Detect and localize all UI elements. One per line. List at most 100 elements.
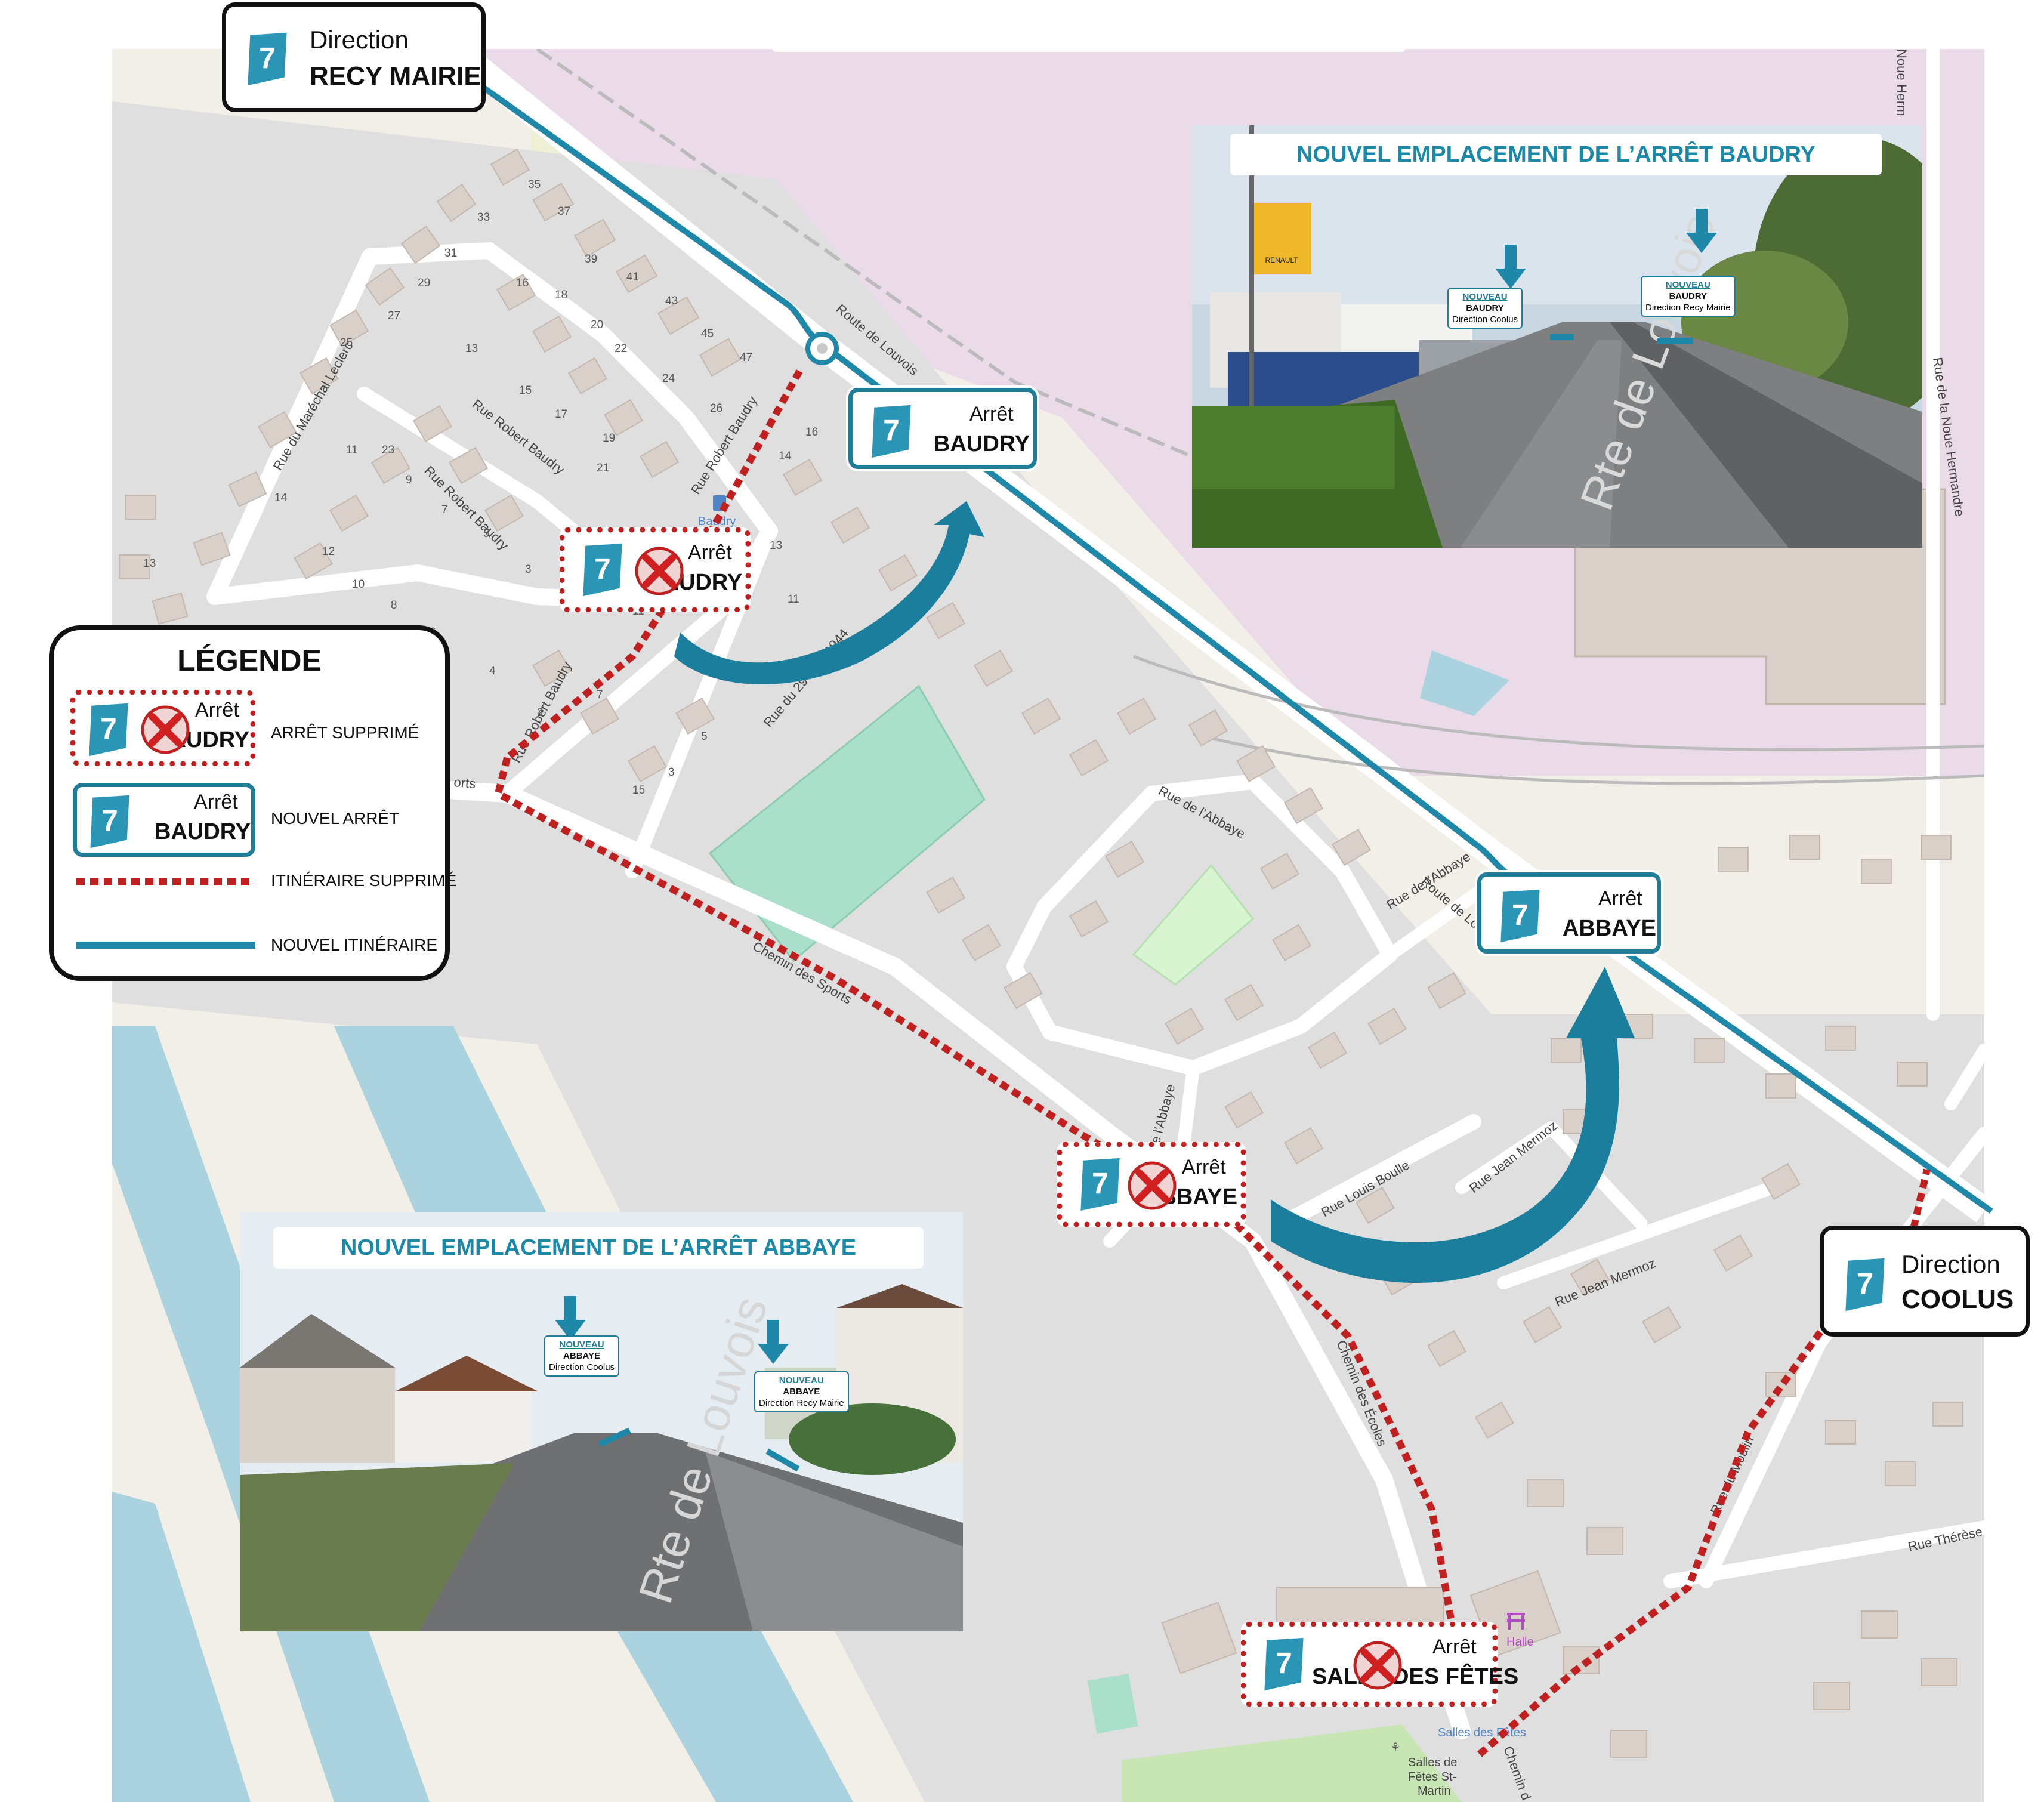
poi-label: Salles de [1408,1756,1457,1769]
house-number: 4 [489,665,496,677]
stop-tag-coolus: NOUVEAU BAUDRY Direction Coolus [1447,288,1523,329]
deleted-x-icon [1353,1641,1402,1690]
direction-label: Direction [1901,1250,2000,1278]
deleted-stop-abbaye: 7 Arrêt ABBAYE [1057,1142,1246,1227]
photo-panel-baudry: RENAULT Rte de Louvois NOUVEL EMPLACEMEN… [1192,125,1922,548]
svg-text:7: 7 [594,552,611,585]
house-number: 7 [597,689,603,701]
house-number: 15 [519,384,532,397]
house-number: 39 [585,253,597,266]
tag-direction: Direction Coolus [1452,314,1518,325]
house-number: 31 [444,247,457,260]
stop-label: Arrêt [688,541,732,564]
line-7-badge-icon: 7 [872,405,911,458]
svg-text:7: 7 [1276,1646,1292,1680]
stop-tag-recy: NOUVEAU ABBAYE Direction Recy Mairie [754,1371,849,1412]
stop-label: Arrêt [1182,1156,1226,1178]
street-label: Noue Herm [1894,49,1909,116]
house-number: 25 [340,337,353,349]
stop-name: BAUDRY [155,819,251,844]
house-number: 35 [528,178,541,191]
arrow-down-icon [758,1320,789,1364]
line-7-badge-icon: 7 [1845,1258,1885,1312]
legend-title: LÉGENDE [177,644,322,677]
house-number: 13 [770,539,782,552]
legend-label: NOUVEL ARRÊT [271,809,400,828]
house-number: 9 [406,474,412,486]
deleted-x-icon [141,705,190,754]
street-photo-baudry: RENAULT Rte de Louvois [1192,125,1922,548]
svg-text:7: 7 [1857,1267,1873,1300]
house-numbers: 3537333129272539414345471618202224261315… [143,178,818,797]
line-7-badge-icon: 7 [583,543,622,597]
house-number: 16 [805,426,818,439]
house-number: 22 [615,342,627,355]
house-number: 24 [662,372,675,385]
house-number: 2 [537,706,544,719]
photo-title: NOUVEL EMPLACEMENT DE L’ARRÊT ABBAYE [273,1227,924,1269]
new-stop-baudry: 7 Arrêt BAUDRY [848,388,1037,469]
svg-text:7: 7 [1092,1167,1109,1200]
house-number: 11 [788,593,799,606]
house-number: 16 [516,277,529,289]
line-7-badge-icon: 7 [1080,1158,1120,1211]
stop-name: ABBAYE [1563,916,1656,941]
tag-stop: BAUDRY [1669,291,1708,301]
house-number: 13 [465,342,478,355]
tag-direction: Direction Recy Mairie [759,1398,844,1408]
house-number: 5 [483,527,490,540]
tag-direction: Direction Recy Mairie [1645,303,1731,313]
legend-new-route-sample [76,942,255,949]
direction-name: RECY MAIRIE [310,61,481,91]
line-7-badge-icon: 7 [89,703,128,757]
salles-fetes-icon: ⚘ [1390,1741,1401,1754]
street-photo-abbaye: Rte de Louvois [240,1212,963,1631]
deleted-stop-baudry: 7 Arrêt BAUDRY [560,527,751,612]
halle-icon [1507,1613,1525,1630]
stop-tag-coolus: NOUVEAU ABBAYE Direction Coolus [544,1335,620,1377]
poi-label: Martin [1418,1785,1451,1798]
house-number: 5 [701,730,708,743]
house-number: 10 [352,578,365,591]
house-number: 3 [525,563,532,576]
tag-stop: ABBAYE [563,1351,600,1361]
legend-deleted-route-sample [76,878,255,885]
svg-text:7: 7 [883,414,900,447]
photo-title: NOUVEL EMPLACEMENT DE L’ARRÊT BAUDRY [1230,134,1882,175]
house-number: 14 [274,492,288,504]
house-number: 11 [346,444,358,456]
direction-label: Direction [310,26,409,54]
house-number: 41 [626,271,639,283]
house-number: 20 [591,319,603,331]
arrow-down-icon [1495,245,1526,289]
poi-label: Halle [1506,1636,1534,1649]
tag-new: NOUVEAU [779,1375,824,1386]
street-label: orts [453,775,477,791]
direction-name: COOLUS [1901,1285,2014,1314]
svg-text:7: 7 [100,712,117,745]
house-number: 33 [477,211,490,224]
house-number: 18 [555,289,567,301]
house-number: 13 [143,557,156,570]
house-number: 8 [391,599,397,612]
svg-text:7: 7 [101,804,118,837]
curved-arrow-icon [674,501,984,685]
arrow-down-icon [1686,209,1717,253]
stop-label: Arrêt [1432,1636,1477,1658]
tag-new: NOUVEAU [1462,292,1508,302]
new-stop-abbaye: 7 Arrêt ABBAYE [1477,872,1661,954]
svg-text:7: 7 [1512,898,1529,931]
direction-recy-mairie: 7 Direction RECY MAIRIE [222,2,486,112]
stop-name: BAUDRY [934,431,1030,456]
tag-stop: BAUDRY [1466,303,1504,313]
deleted-stop-salle-des-fetes: 7 Arrêt SALLE DES FÊTES [1241,1622,1518,1707]
curved-arrow-baudry [674,501,984,685]
photo-panel-abbaye: Rte de Louvois NOUVEL EMPLACEMENT DE L’A… [240,1212,963,1631]
legend-sample-deleted-stop: 7 Arrêt BAUDRY [70,690,255,766]
line-7-badge-icon: 7 [1264,1637,1304,1691]
house-number: 45 [701,328,714,340]
house-number: 12 [322,545,335,558]
house-number: 15 [632,784,645,797]
tag-direction: Direction Coolus [549,1362,615,1372]
legend-label: ARRÊT SUPPRIMÉ [271,723,419,742]
